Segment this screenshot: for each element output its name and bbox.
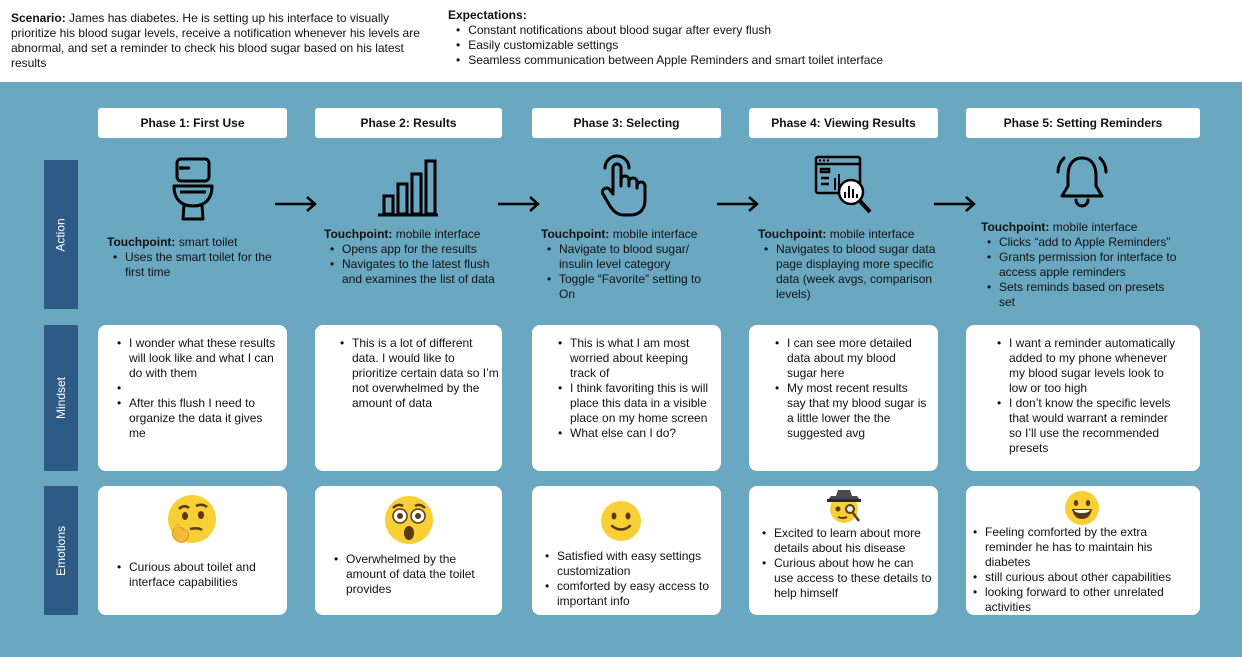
action-item: Grants permission for interface to acces…: [981, 250, 1181, 280]
bell-icon: [1056, 156, 1108, 208]
bar-chart-icon: [378, 159, 438, 217]
phase-2-emotion-card: Overwhelmed by the amount of data the to…: [315, 486, 502, 615]
phase-5-action: Touchpoint: mobile interface Clicks “add…: [981, 220, 1181, 310]
phase-1-mindset-card: I wonder what these results will look li…: [98, 325, 287, 471]
header-area: Scenario: James has diabetes. He is sett…: [0, 0, 1242, 82]
emotion-item: still curious about other capabilities: [967, 570, 1182, 585]
journey-map: Phase 1: First Use Phase 2: Results Phas…: [0, 82, 1242, 657]
expectation-item: Constant notifications about blood sugar…: [456, 23, 968, 38]
row-label-action: Action: [44, 160, 78, 309]
expectations-label: Expectations:: [448, 8, 527, 22]
action-item: Navigates to blood sugar data page displ…: [758, 242, 936, 302]
slightly-smiling-face-icon: [601, 501, 641, 541]
mindset-item: My most recent results say that my blood…: [769, 381, 929, 441]
phase-5-mindset-card: I want a reminder automatically added to…: [966, 325, 1200, 471]
phase-5-header: Phase 5: Setting Reminders: [966, 108, 1200, 138]
astonished-face-icon: [385, 496, 433, 544]
action-item: Uses the smart toilet for the first time: [107, 250, 282, 280]
row-label-mindset: Mindset: [44, 325, 78, 471]
scenario-text: Scenario: James has diabetes. He is sett…: [11, 11, 431, 71]
phase-3-header: Phase 3: Selecting: [532, 108, 721, 138]
phase-4-action: Touchpoint: mobile interface Navigates t…: [758, 227, 936, 302]
mindset-item: After this flush I need to organize the …: [111, 396, 281, 441]
emotion-item: Excited to learn about more details abou…: [756, 526, 934, 556]
emotion-item: looking forward to other unrelated activ…: [967, 585, 1182, 615]
emotion-item: Curious about toilet and interface capab…: [111, 560, 281, 590]
expectation-item: Easily customizable settings: [456, 38, 968, 53]
action-item: Navigate to blood sugar/ insulin level c…: [541, 242, 716, 272]
row-label-emotions: Emotions: [44, 486, 78, 615]
emotion-item: Curious about how he can use access to t…: [756, 556, 934, 601]
detective-face-icon: [827, 490, 861, 523]
mindset-item: This is what I am most worried about kee…: [552, 336, 717, 381]
emotion-item: comforted by easy access to important in…: [539, 579, 714, 609]
phase-3-action: Touchpoint: mobile interface Navigate to…: [541, 227, 716, 302]
phase-2-header: Phase 2: Results: [315, 108, 502, 138]
tap-finger-icon: [601, 154, 647, 217]
phase-2-action: Touchpoint: mobile interface Opens app f…: [324, 227, 506, 287]
mindset-item: I can see more detailed data about my bl…: [769, 336, 929, 381]
mindset-item: I want a reminder automatically added to…: [991, 336, 1176, 396]
toilet-icon: [172, 157, 214, 221]
thinking-face-icon: [168, 495, 216, 543]
data-magnifier-icon: [814, 155, 872, 214]
action-item: Toggle “Favorite” setting to On: [541, 272, 716, 302]
mindset-item: I wonder what these results will look li…: [111, 336, 281, 381]
action-item: Sets reminds based on presets set: [981, 280, 1181, 310]
emotion-item: Feeling comforted by the extra reminder …: [967, 525, 1182, 570]
grinning-face-icon: [1065, 491, 1099, 525]
phase-2-mindset-card: This is a lot of different data. I would…: [315, 325, 502, 471]
arrow-right-icon: [717, 196, 759, 212]
expectation-item: Seamless communication between Apple Rem…: [456, 53, 968, 68]
phase-3-mindset-card: This is what I am most worried about kee…: [532, 325, 721, 471]
action-item: Opens app for the results: [324, 242, 506, 257]
mindset-item: I don’t know the specific levels that wo…: [991, 396, 1176, 456]
arrow-right-icon: [275, 196, 317, 212]
phase-4-mindset-card: I can see more detailed data about my bl…: [749, 325, 938, 471]
emotion-item: Satisfied with easy settings customizati…: [539, 549, 714, 579]
phase-1-header: Phase 1: First Use: [98, 108, 287, 138]
mindset-item: This is a lot of different data. I would…: [334, 336, 499, 411]
phase-3-emotion-card: Satisfied with easy settings customizati…: [532, 486, 721, 615]
phase-4-emotion-card: Excited to learn about more details abou…: [749, 486, 938, 615]
phase-5-emotion-card: Feeling comforted by the extra reminder …: [966, 486, 1200, 615]
scenario-body: James has diabetes. He is setting up his…: [11, 11, 420, 70]
scenario-label: Scenario:: [11, 11, 66, 25]
mindset-item: I think favoriting this is will place th…: [552, 381, 717, 426]
action-item: Navigates to the latest flush and examin…: [324, 257, 506, 287]
phase-1-action: Touchpoint: smart toilet Uses the smart …: [107, 235, 282, 280]
phase-4-header: Phase 4: Viewing Results: [749, 108, 938, 138]
expectations: Expectations: Constant notifications abo…: [448, 8, 968, 68]
action-item: Clicks “add to Apple Reminders”: [981, 235, 1181, 250]
spacer: [111, 381, 281, 396]
arrow-right-icon: [934, 196, 976, 212]
emotion-item: Overwhelmed by the amount of data the to…: [328, 552, 493, 597]
mindset-item: What else can I do?: [552, 426, 717, 441]
phase-1-emotion-card: Curious about toilet and interface capab…: [98, 486, 287, 615]
arrow-right-icon: [498, 196, 540, 212]
